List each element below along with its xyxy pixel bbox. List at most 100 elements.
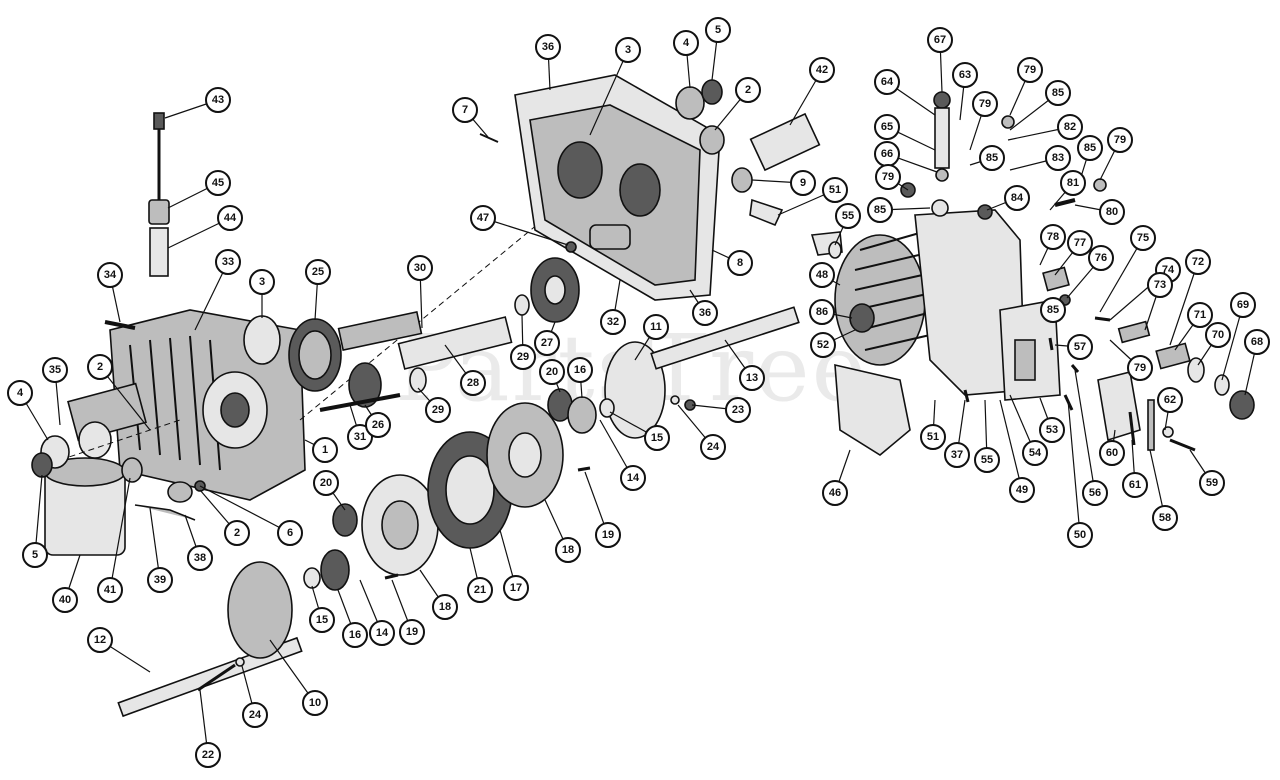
callout-c79e: 79 [1127, 355, 1153, 381]
callout-label: 72 [1192, 256, 1204, 268]
callout-circle [555, 537, 581, 563]
callout-circle [347, 424, 373, 450]
callout-label: 48 [816, 269, 828, 281]
callout-c49: 49 [1009, 477, 1035, 503]
ring-55 [828, 241, 842, 259]
callout-circle [470, 205, 496, 231]
callout-c79d: 79 [875, 164, 901, 190]
shaft-26 [337, 310, 423, 352]
washer-15b [599, 398, 615, 418]
pin-7 [479, 133, 499, 143]
callout-circle [7, 380, 33, 406]
callout-label: 37 [951, 449, 963, 461]
callout-circle [600, 309, 626, 335]
callout-circle [874, 69, 900, 95]
right-pump-housing [834, 209, 1026, 396]
callout-label: 73 [1154, 279, 1166, 291]
callout-c57: 57 [1067, 334, 1093, 360]
callout-c63: 63 [952, 62, 978, 88]
fitting-79d [1093, 178, 1107, 192]
callout-c13: 13 [739, 365, 765, 391]
callout-label: 8 [737, 257, 743, 269]
callout-circle [460, 370, 486, 396]
callout-c3b: 3 [615, 37, 641, 63]
callout-c50: 50 [1067, 522, 1093, 548]
callout-c84: 84 [1004, 185, 1030, 211]
callout-circle [503, 575, 529, 601]
callout-c79b: 79 [1017, 57, 1043, 83]
leader-line-c75 [1099, 237, 1144, 313]
callout-c12: 12 [87, 627, 113, 653]
plug-68 [1229, 390, 1255, 420]
callout-c22: 22 [195, 742, 221, 768]
callout-label: 51 [927, 431, 939, 443]
callout-circle [535, 34, 561, 60]
callout-circle [1017, 57, 1043, 83]
callout-c62: 62 [1157, 387, 1183, 413]
callout-label: 85 [1052, 87, 1064, 99]
bushing [167, 481, 193, 503]
callout-label: 74 [1162, 264, 1175, 276]
callout-c30: 30 [407, 255, 433, 281]
callout-c78: 78 [1040, 224, 1066, 250]
callout-label: 52 [817, 339, 829, 351]
callout-label: 20 [546, 366, 558, 378]
callout-c55b: 55 [974, 447, 1000, 473]
callout-circle [725, 397, 751, 423]
callout-circle [399, 619, 425, 645]
callout-circle [1039, 417, 1065, 443]
shaft-31 [319, 393, 401, 412]
callout-c69: 69 [1230, 292, 1256, 318]
callout-label: 2 [745, 84, 751, 96]
callout-c47: 47 [470, 205, 496, 231]
callout-c41: 41 [97, 577, 123, 603]
callout-label: 59 [1206, 477, 1218, 489]
callout-circle [1045, 80, 1071, 106]
callout-label: 20 [320, 477, 332, 489]
bearing-4 [675, 86, 705, 120]
callout-c51a: 51 [822, 177, 848, 203]
callout-c33: 33 [215, 249, 241, 275]
callout-label: 63 [959, 69, 971, 81]
callout-label: 36 [699, 307, 711, 319]
callout-label: 19 [602, 529, 614, 541]
callout-circle [1199, 470, 1225, 496]
callout-label: 5 [715, 24, 721, 36]
callout-label: 28 [467, 377, 479, 389]
callout-label: 70 [1212, 329, 1224, 341]
callout-c16b: 16 [567, 357, 593, 383]
callout-c73: 73 [1147, 272, 1173, 298]
callout-c14a: 14 [369, 620, 395, 646]
callout-c14b: 14 [620, 465, 646, 491]
callout-c76: 76 [1088, 245, 1114, 271]
callout-c5a: 5 [22, 542, 48, 568]
callout-label: 65 [881, 121, 893, 133]
callout-label: 69 [1237, 299, 1249, 311]
callout-label: 79 [1134, 362, 1146, 374]
callout-circle [87, 354, 113, 380]
callout-label: 2 [234, 527, 240, 539]
callout-label: 81 [1067, 177, 1079, 189]
callout-label: 32 [607, 316, 619, 328]
leader-line-c3b [589, 49, 629, 136]
callout-circle [312, 437, 338, 463]
callout-c39: 39 [147, 567, 173, 593]
callout-circle [790, 170, 816, 196]
callout-circle [205, 170, 231, 196]
cap-79b [1001, 115, 1015, 129]
callout-label: 15 [316, 614, 328, 626]
callout-label: 79 [1114, 134, 1126, 146]
callout-circle [1040, 297, 1066, 323]
callout-label: 39 [154, 574, 166, 586]
callout-c44: 44 [217, 205, 243, 231]
pin-37 [963, 389, 970, 403]
ring-70 [1187, 357, 1205, 383]
callout-circle [1077, 135, 1103, 161]
callout-c27: 27 [534, 330, 560, 356]
callout-c52: 52 [810, 332, 836, 358]
callout-circle [1122, 472, 1148, 498]
callout-circle [1107, 127, 1133, 153]
callout-circle [97, 577, 123, 603]
callout-c59: 59 [1199, 470, 1225, 496]
